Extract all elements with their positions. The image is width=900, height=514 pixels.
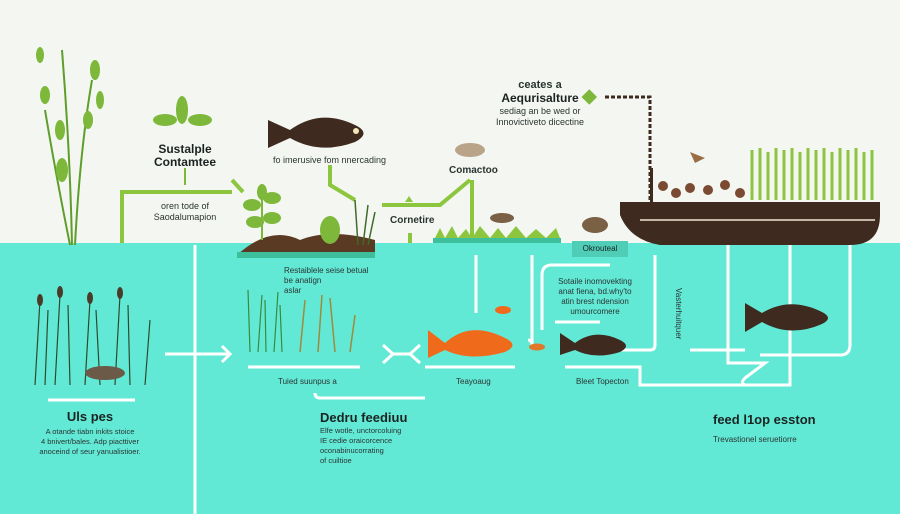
text-line: oren tode of: [160, 201, 210, 211]
text-line: anoceind of seur yanualistioer.: [39, 447, 141, 456]
fish-icon: [85, 366, 125, 380]
fish-icon: [582, 217, 608, 233]
text-line: IE cedie oraicorcence: [320, 436, 393, 445]
wheat-icon: [750, 148, 874, 200]
dark-fish-icon: [745, 303, 828, 332]
plant-icon: [153, 96, 212, 126]
spotted-fish-icon: [268, 117, 364, 148]
flowers: [658, 180, 745, 198]
sustainable-title-line: Contamtee: [153, 155, 216, 169]
fish-icon: [490, 213, 514, 223]
text-line: of cuiltioe: [320, 456, 352, 465]
dedru-title: Dedru feediuu: [320, 410, 408, 425]
comactoo-label: Comactoo: [449, 165, 498, 176]
text-line: aslar: [284, 286, 302, 295]
feed-title: feed l1op esston: [713, 412, 816, 427]
tall-plant-icon: [44, 49, 93, 246]
text-line: A otande tiabn inkits stoice: [45, 427, 135, 436]
text-line: umourcomere: [570, 307, 620, 316]
seagrass-icon: [247, 289, 283, 353]
water-area: [0, 243, 900, 514]
text-line: oconabinucorrating: [320, 446, 384, 455]
text-line: Elfe wotle, unctorcoluing: [320, 426, 402, 435]
text-line: anat fiena, bd.why'to: [558, 287, 632, 296]
text-line: be anatign: [284, 276, 322, 285]
aqua-title: Aequrisalture: [501, 91, 579, 105]
fish-caption: fo imerusive fom nnercading: [273, 155, 387, 165]
fish-icon: [455, 143, 485, 157]
text-line: Restaiblele seise betual: [284, 266, 369, 275]
reeds-icon: [34, 294, 151, 386]
soil: [237, 234, 375, 255]
cornetire-label: Cornetire: [390, 215, 435, 226]
text-line: Sotaile inomovekting: [558, 277, 632, 286]
text-line: Saodalumapion: [153, 212, 217, 222]
bleet-label: Bleet Topecton: [576, 377, 629, 386]
text-line: Innovictiveto dicectine: [495, 117, 585, 127]
aqua-kicker: ceates a: [518, 79, 562, 91]
sustainable-title-line: Sustalple: [158, 142, 212, 156]
text-line: atin brest ndension: [561, 297, 629, 306]
boat-icon: [620, 168, 880, 245]
okrouteal-badge: Okrouteal: [572, 241, 628, 257]
vertical-label: Vasterhuitquer: [674, 288, 683, 340]
green-pipes: [120, 165, 474, 243]
tuied-label: Tuied suunpus a: [278, 377, 337, 386]
dark-fish-icon: [560, 333, 626, 356]
bird-icon: [690, 152, 705, 163]
sprout-icon: [243, 184, 340, 244]
uls-title: Uls pes: [66, 409, 114, 424]
feed-subtitle: Trevastionel seruetiorre: [713, 435, 797, 444]
teayoaug-label: Teayoaug: [456, 377, 491, 386]
orange-fish-icon: [428, 306, 545, 358]
flow-lines: [165, 245, 852, 514]
text-line: 4 bnivert/bales. Adp piacttiver: [41, 437, 139, 446]
text-line: sediag an be wed or: [499, 106, 581, 116]
